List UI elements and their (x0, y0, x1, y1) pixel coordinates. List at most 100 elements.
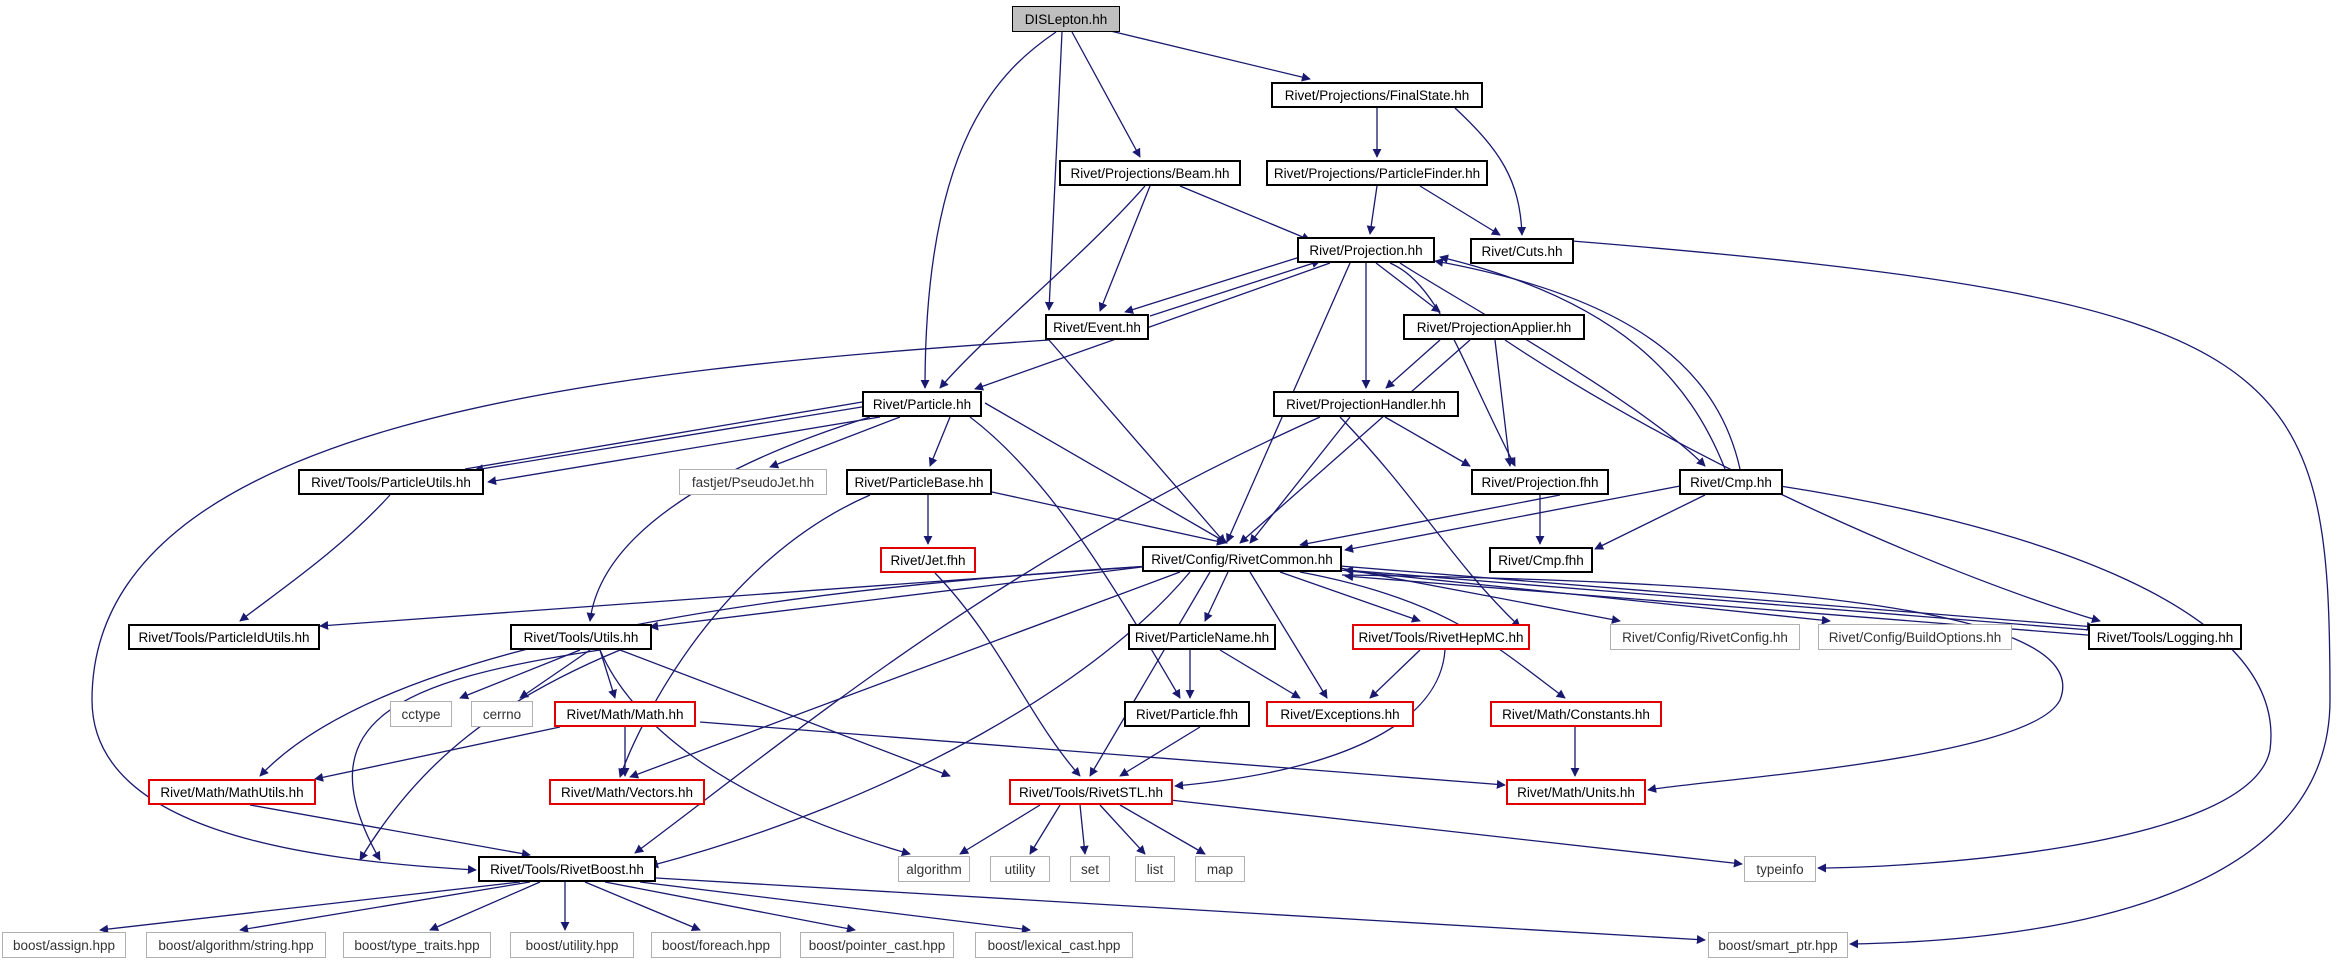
dependency-edge (1494, 339, 1514, 467)
node-particleidutils[interactable]: Rivet/Tools/ParticleIdUtils.hh (128, 624, 320, 650)
dependency-edge (1339, 567, 1621, 624)
node-algorithm[interactable]: algorithm (898, 856, 970, 882)
dependency-edge (429, 881, 541, 931)
dependency-edge (519, 649, 591, 699)
dependency-edge (1124, 256, 1301, 314)
dependency-edge (1571, 240, 2331, 949)
dependency-edge (314, 726, 561, 782)
node-cctype[interactable]: cctype (390, 701, 452, 727)
node-particle-fhh[interactable]: Rivet/Particle.fhh (1124, 701, 1250, 727)
dependency-edge (1071, 31, 1141, 158)
dependency-edge (1366, 185, 1378, 235)
dependency-edge (459, 649, 581, 700)
node-boost-smartptr[interactable]: boost/smart_ptr.hpp (1708, 932, 1848, 958)
dependency-edge (1098, 185, 1151, 312)
node-dislepton[interactable]: DISLepton.hh (1012, 6, 1120, 32)
dependency-edge (649, 571, 1191, 869)
node-mathutils[interactable]: Rivet/Math/MathUtils.hh (148, 779, 316, 805)
dependency-edge (1119, 804, 1206, 855)
node-exceptions[interactable]: Rivet/Exceptions.hh (1266, 701, 1414, 727)
node-projhandler[interactable]: Rivet/ProjectionHandler.hh (1273, 391, 1459, 417)
node-projection-fhh[interactable]: Rivet/Projection.fhh (1471, 469, 1609, 495)
dependency-edge (584, 881, 701, 932)
node-beam[interactable]: Rivet/Projections/Beam.hh (1059, 160, 1241, 186)
node-boost-lexicalcast[interactable]: boost/lexical_cast.hpp (975, 932, 1133, 958)
dependency-edge (604, 881, 856, 933)
dependency-edge (1089, 571, 1211, 777)
dependency-edge (1341, 574, 2064, 793)
dependency-edge (1454, 107, 1527, 236)
dependency-edge (1389, 262, 1516, 467)
node-units[interactable]: Rivet/Math/Units.hh (1506, 779, 1646, 805)
node-boost-assign[interactable]: boost/assign.hpp (2, 932, 126, 958)
dependency-edge (1099, 804, 1146, 855)
dependency-edge (464, 395, 881, 470)
node-event[interactable]: Rivet/Event.hh (1045, 314, 1149, 340)
dependency-edge (1594, 494, 1706, 550)
dependency-edge (1079, 804, 1089, 855)
node-projapplier[interactable]: Rivet/ProjectionApplier.hh (1403, 314, 1585, 340)
node-boost-foreach[interactable]: boost/foreach.hpp (651, 932, 781, 958)
dependency-edge (259, 565, 1151, 777)
dependency-edge (239, 494, 391, 622)
node-particlebase[interactable]: Rivet/ParticleBase.hh (846, 469, 992, 495)
node-rivetconfig[interactable]: Rivet/Config/RivetConfig.hh (1610, 624, 1800, 650)
dependency-edge (239, 881, 531, 934)
node-map[interactable]: map (1195, 856, 1245, 882)
node-particle[interactable]: Rivet/Particle.hh (862, 391, 982, 417)
dependency-edge (699, 721, 1506, 789)
dependency-edge (1174, 649, 1446, 790)
node-cerrno[interactable]: cerrno (471, 701, 533, 727)
node-cmp[interactable]: Rivet/Cmp.hh (1679, 469, 1783, 495)
dependency-edge (1344, 485, 1681, 553)
dependency-edge (1434, 258, 1741, 470)
dependency-edge (1249, 416, 1351, 544)
node-utils[interactable]: Rivet/Tools/Utils.hh (510, 624, 652, 650)
dependency-edge (1029, 804, 1061, 855)
node-jet-fhh[interactable]: Rivet/Jet.fhh (880, 547, 976, 573)
dependency-edge (959, 804, 1041, 855)
dependency-edge (1385, 339, 1441, 389)
dependency-edge (1299, 494, 1561, 548)
node-list[interactable]: list (1135, 856, 1175, 882)
dependency-edge (1339, 565, 2096, 631)
dependency-edge (1339, 416, 1521, 628)
node-boost-pointercast[interactable]: boost/pointer_cast.hpp (800, 932, 954, 958)
dependency-edge (991, 491, 1226, 546)
node-boost-algstring[interactable]: boost/algorithm/string.hpp (146, 932, 326, 958)
node-rivethepmc[interactable]: Rivet/Tools/RivetHepMC.hh (1352, 624, 1530, 650)
node-math[interactable]: Rivet/Math/Math.hh (554, 701, 696, 727)
dependency-edge (487, 416, 881, 486)
node-set[interactable]: set (1070, 856, 1110, 882)
node-particlename[interactable]: Rivet/ParticleName.hh (1128, 624, 1276, 650)
node-pseudojet[interactable]: fastjet/PseudoJet.hh (679, 469, 827, 495)
dependency-edge (1504, 339, 2101, 624)
dependency-edge (1119, 726, 1201, 777)
dependency-edge (1249, 571, 1328, 699)
dependency-edge (1439, 254, 1726, 470)
node-utility[interactable]: utility (990, 856, 1050, 882)
node-vectors[interactable]: Rivet/Math/Vectors.hh (549, 779, 705, 805)
node-boost-utility[interactable]: boost/utility.hpp (510, 932, 634, 958)
node-particlefinder[interactable]: Rivet/Projections/ParticleFinder.hh (1266, 160, 1488, 186)
node-logging[interactable]: Rivet/Tools/Logging.hh (2088, 624, 2242, 650)
dependency-edge (634, 416, 1321, 854)
node-cuts[interactable]: Rivet/Cuts.hh (1470, 238, 1574, 264)
dependency-edge (1048, 339, 1226, 544)
node-rivetcommon[interactable]: Rivet/Config/RivetCommon.hh (1142, 546, 1342, 572)
dependency-edge (586, 416, 871, 622)
dependency-edge (1149, 259, 1321, 317)
node-cmp-fhh[interactable]: Rivet/Cmp.fhh (1489, 547, 1593, 573)
node-finalstate[interactable]: Rivet/Projections/FinalState.hh (1271, 82, 1483, 108)
node-rivetstl[interactable]: Rivet/Tools/RivetSTL.hh (1009, 779, 1173, 805)
node-typeinfo[interactable]: typeinfo (1744, 856, 1816, 882)
node-boost-typetraits[interactable]: boost/type_traits.hpp (343, 932, 491, 958)
node-buildoptions[interactable]: Rivet/Config/BuildOptions.hh (1818, 624, 2012, 650)
dependency-edge (920, 31, 1057, 389)
node-rivetboost[interactable]: Rivet/Tools/RivetBoost.hh (478, 856, 656, 882)
node-particleutils[interactable]: Rivet/Tools/ParticleUtils.hh (298, 469, 484, 495)
node-projection[interactable]: Rivet/Projection.hh (1297, 237, 1435, 263)
node-constants[interactable]: Rivet/Math/Constants.hh (1490, 701, 1662, 727)
